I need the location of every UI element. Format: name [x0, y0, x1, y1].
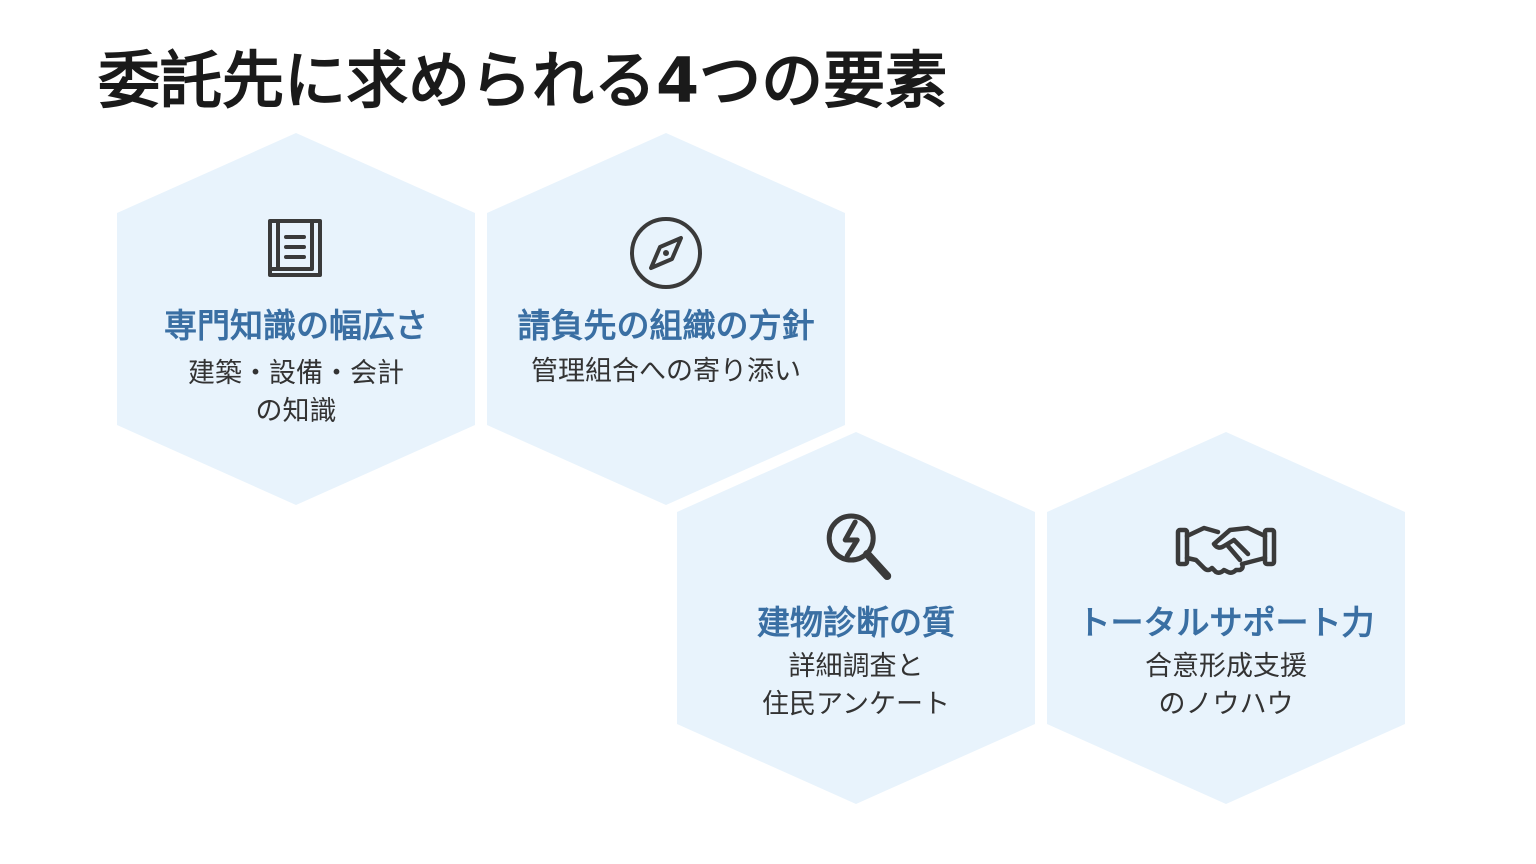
description-line: 住民アンケート — [762, 689, 950, 720]
description-line: 詳細調査と — [788, 651, 924, 682]
element-title: トータルサポート力 — [1077, 603, 1375, 642]
page-title: 委託先に求められる4つの要素 — [98, 44, 948, 117]
description-line: の知識 — [255, 396, 337, 427]
element-hex-expertise: 専門知識の幅広さ 建築・設備・会計 の知識 — [117, 133, 475, 505]
handshake-icon — [1174, 508, 1278, 588]
element-hex-diagnosis: 建物診断の質 詳細調査と 住民アンケート — [677, 432, 1035, 804]
description-line: 建築・設備・会計 — [188, 358, 404, 389]
element-description: 建築・設備・会計 の知識 — [117, 355, 475, 431]
description-line: 合意形成支援 — [1145, 651, 1307, 682]
element-title: 専門知識の幅広さ — [164, 306, 428, 345]
compass-icon — [626, 213, 706, 293]
element-title: 請負先の組織の方針 — [517, 306, 815, 345]
book-icon — [256, 209, 336, 289]
element-description: 合意形成支援 のノウハウ — [1047, 648, 1405, 724]
element-description: 詳細調査と 住民アンケート — [677, 648, 1035, 724]
element-hex-policy: 請負先の組織の方針 管理組合への寄り添い — [487, 133, 845, 505]
element-description: 管理組合への寄り添い — [487, 353, 845, 391]
description-line: 管理組合への寄り添い — [531, 356, 801, 387]
description-line: のノウハウ — [1158, 689, 1294, 720]
magnifier-diagnosis-icon — [819, 506, 899, 586]
element-title: 建物診断の質 — [757, 603, 955, 642]
element-hex-support: トータルサポート力 合意形成支援 のノウハウ — [1047, 432, 1405, 804]
